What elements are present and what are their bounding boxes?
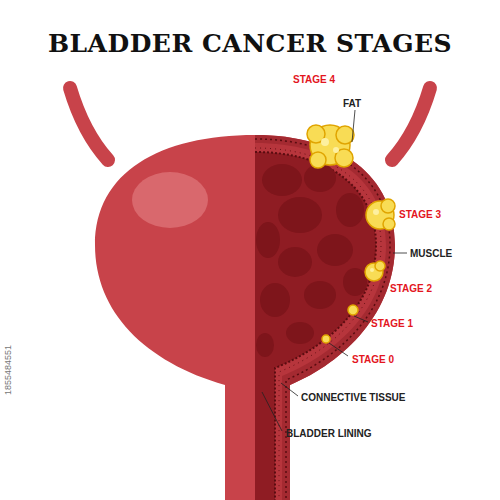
- bladder-cavity: [255, 152, 376, 500]
- muscle-line: [255, 139, 390, 500]
- tumours: [307, 125, 395, 343]
- stage-label: STAGE 1: [371, 318, 413, 329]
- cavity-cells: [256, 164, 367, 357]
- left-ureter: [70, 88, 108, 160]
- bladder-body: [95, 135, 395, 500]
- muscle-layer: [255, 143, 386, 500]
- tumour-highlights: [321, 138, 379, 272]
- layer-label: FAT: [343, 98, 361, 109]
- stage-label: STAGE 2: [390, 283, 432, 294]
- layer-label: CONNECTIVE TISSUE: [301, 392, 405, 403]
- right-ureter: [392, 88, 430, 160]
- connective-line: [255, 148, 381, 500]
- stage-label: STAGE 4: [293, 74, 335, 85]
- leader-lines: [262, 110, 407, 431]
- stage-label: STAGE 0: [352, 354, 394, 365]
- lining-line: [255, 152, 376, 500]
- highlight: [132, 172, 208, 228]
- layer-label: MUSCLE: [410, 248, 452, 259]
- watermark: 1855484551: [4, 345, 14, 395]
- title: BLADDER CANCER STAGES: [0, 30, 500, 58]
- fat-layer: [255, 135, 395, 500]
- layer-label: BLADDER LINING: [286, 428, 372, 439]
- stage-label: STAGE 3: [399, 209, 441, 220]
